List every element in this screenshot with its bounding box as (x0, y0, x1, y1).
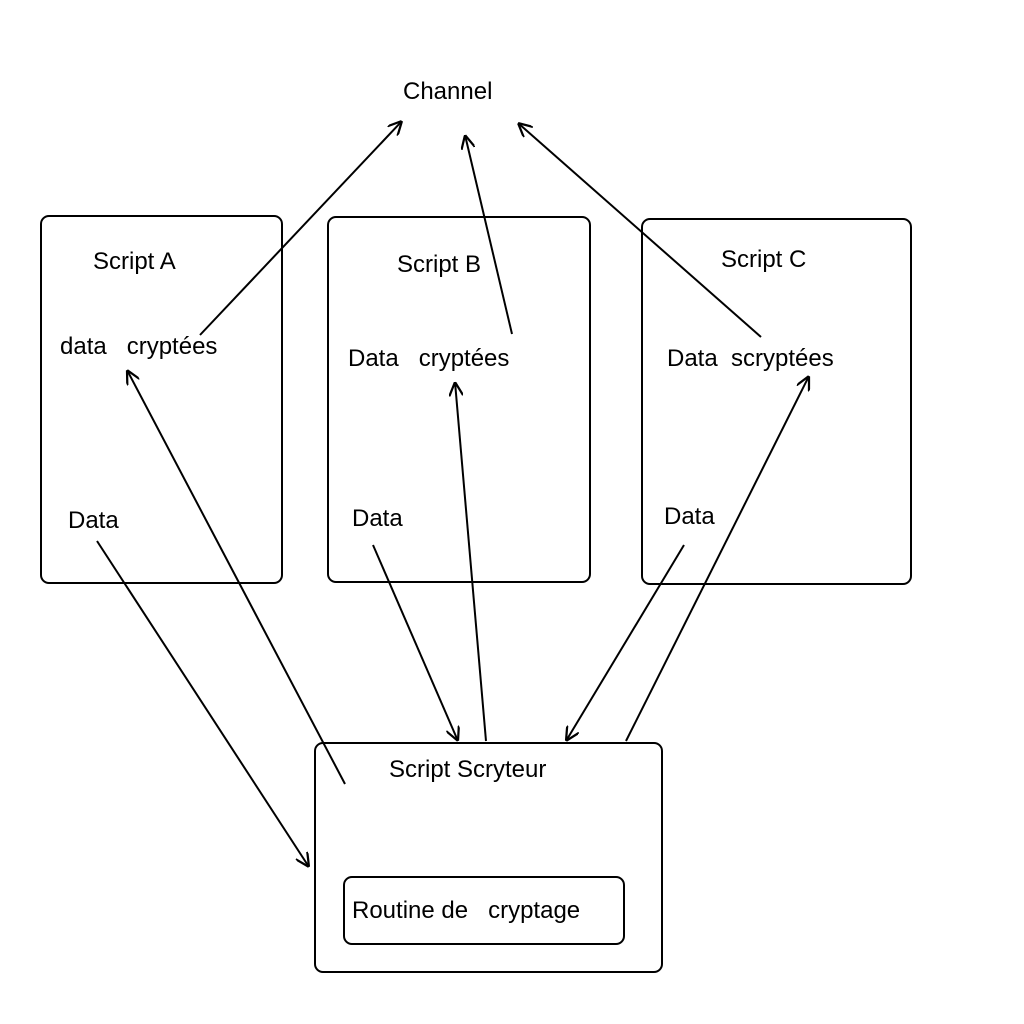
script-b-encrypted-label: Data cryptées (348, 345, 510, 372)
script-a-box (40, 215, 283, 584)
arrow-c-data-to-encryptor (566, 544, 685, 741)
encryptor-title: Script Scryteur (389, 756, 547, 783)
script-c-encrypted-label: Data scryptées (667, 345, 834, 372)
channel-label: Channel (403, 78, 493, 105)
routine-label: Routine de cryptage (352, 897, 581, 924)
routine-box (343, 876, 625, 945)
arrow-a-encrypted-to-channel (199, 121, 402, 336)
arrow-encryptor-to-a-encrypted (127, 370, 346, 785)
encryptor-box (314, 742, 663, 973)
script-b-title: Script B (397, 251, 482, 278)
script-c-data-label: Data (664, 503, 715, 530)
script-a-title: Script A (93, 248, 176, 275)
arrow-a-data-to-encryptor (96, 540, 309, 867)
script-a-encrypted-label: data cryptées (60, 333, 218, 360)
arrow-encryptor-to-b-encrypted (455, 382, 487, 742)
script-b-data-label: Data (352, 505, 403, 532)
arrow-b-data-to-encryptor (372, 544, 458, 741)
script-c-box (641, 218, 912, 585)
arrow-b-encrypted-to-channel (465, 135, 513, 335)
script-c-title: Script C (721, 246, 807, 273)
script-a-data-label: Data (68, 507, 119, 534)
arrow-encryptor-to-c-encrypted (625, 376, 809, 742)
arrow-c-encrypted-to-channel (518, 123, 762, 338)
script-b-box (327, 216, 591, 583)
